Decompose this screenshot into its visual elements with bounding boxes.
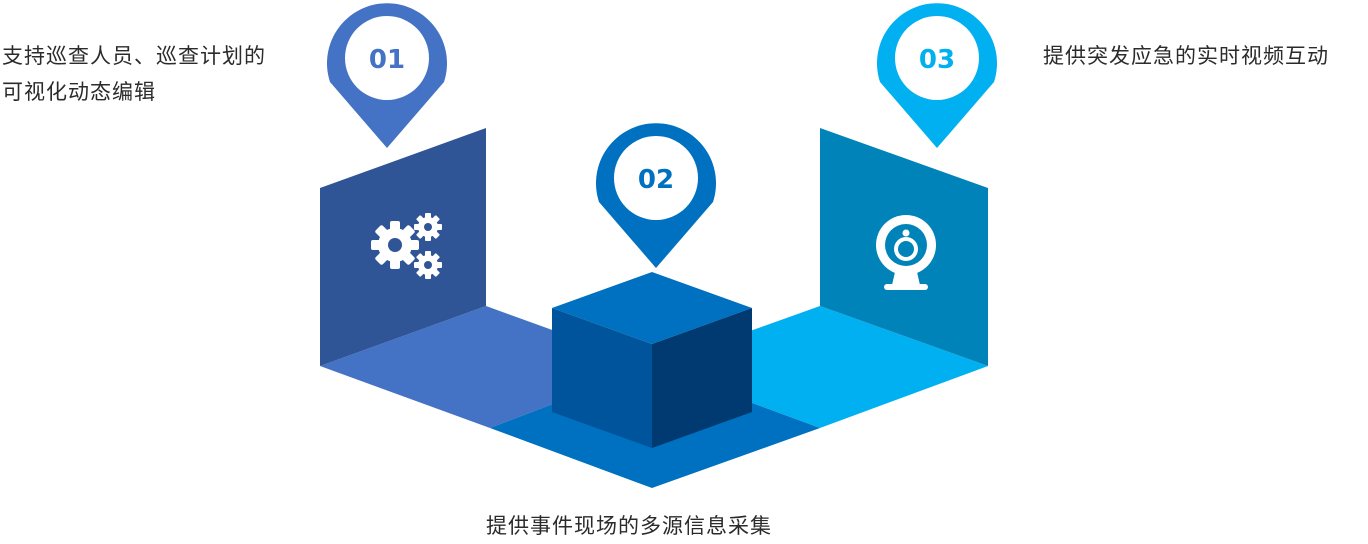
item-01-text: 支持巡查人员、巡查计划的 可视化动态编辑 — [2, 38, 266, 110]
item-01-text-line2: 可视化动态编辑 — [2, 80, 156, 104]
pin-01-number: 01 — [369, 45, 405, 75]
pin-02: 02 — [596, 123, 716, 268]
webcam-icon — [876, 215, 936, 290]
item-02-text: 提供事件现场的多源信息采集 — [486, 514, 772, 538]
pin-02-number: 02 — [638, 165, 674, 195]
pin-01: 01 — [327, 3, 447, 149]
item-01-text-line1: 支持巡查人员、巡查计划的 — [2, 44, 266, 68]
pin-03-number: 03 — [919, 45, 955, 75]
gears-icon — [371, 213, 442, 279]
pin-03: 03 — [877, 3, 998, 149]
cube-icon — [552, 272, 752, 448]
item-03-text: 提供突发应急的实时视频互动 — [1043, 44, 1329, 68]
